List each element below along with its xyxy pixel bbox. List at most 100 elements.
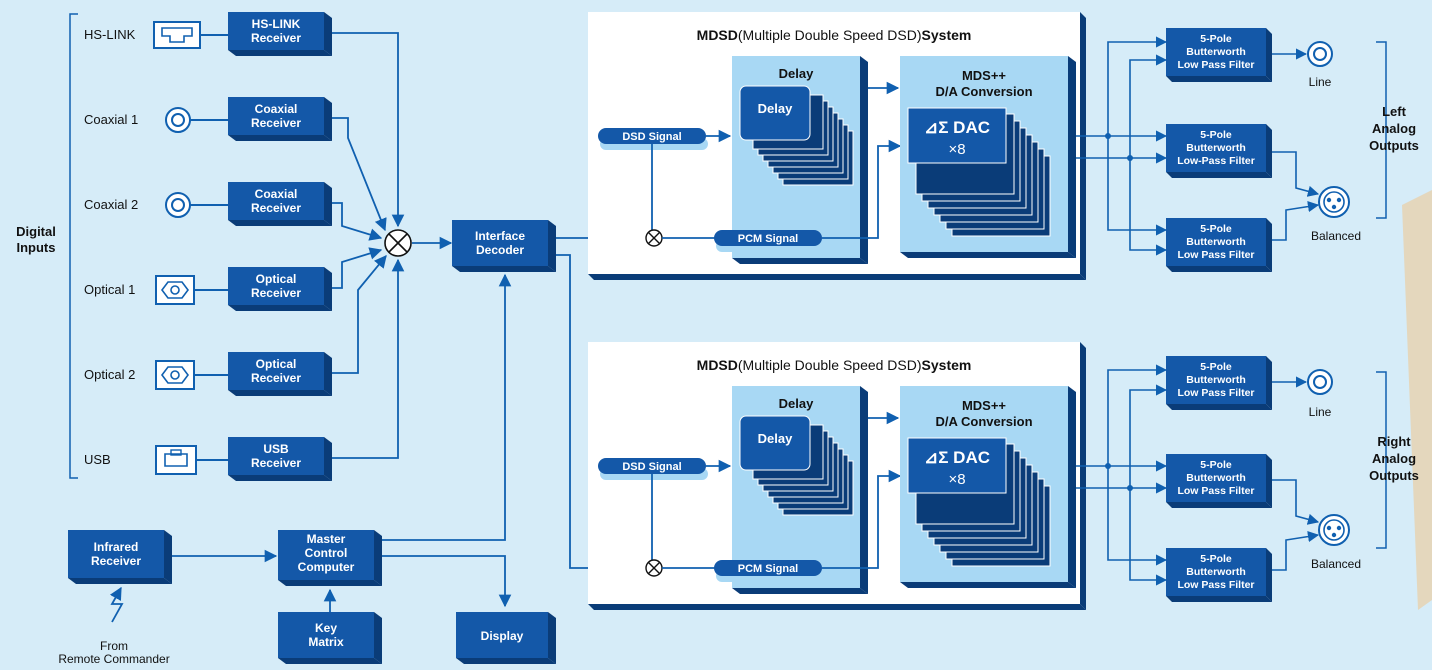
- system-title: MDSD(Multiple Double Speed DSD)System: [697, 27, 972, 43]
- system-title: MDSD(Multiple Double Speed DSD)System: [697, 357, 972, 373]
- pcm-signal-label: PCM Signal: [714, 230, 824, 252]
- svg-text:Delay: Delay: [779, 66, 814, 81]
- input-label: USB: [84, 452, 111, 467]
- svg-text:⊿Σ DAC: ⊿Σ DAC: [924, 118, 990, 137]
- delay-block: Delay Delay: [732, 386, 868, 594]
- svg-text:PCM Signal: PCM Signal: [738, 563, 799, 575]
- optical-jack-icon: [155, 275, 195, 305]
- mds-conversion-block: MDS++D/A Conversion ⊿Σ DAC ×8: [900, 56, 1076, 258]
- receiver-to-mixer-lines: [332, 32, 453, 459]
- ir-signal-icon: [109, 586, 124, 623]
- digital-inputs-bracket: [69, 13, 78, 479]
- mixer-icon: [384, 229, 412, 257]
- optical-jack-icon: [155, 360, 195, 390]
- combiner-icon: [645, 229, 663, 247]
- mdsd-system-lower: MDSD(Multiple Double Speed DSD)System De…: [588, 342, 1086, 610]
- input-label: Coaxial 1: [84, 112, 138, 127]
- line-output-jack-icon: [1307, 369, 1333, 395]
- input-label: HS-LINK: [84, 27, 136, 42]
- input-label: Coaxial 2: [84, 197, 138, 212]
- svg-text:⊿Σ DAC: ⊿Σ DAC: [924, 448, 990, 467]
- svg-text:DSD Signal: DSD Signal: [622, 131, 681, 143]
- line-output-label: Line: [1309, 75, 1332, 89]
- balanced-output-jack-icon: [1318, 186, 1350, 218]
- input-label: Optical 1: [84, 282, 135, 297]
- right-filter-routing: [1076, 364, 1320, 586]
- svg-text:Delay: Delay: [758, 101, 793, 116]
- dsd-signal-label: DSD Signal: [598, 458, 708, 480]
- master-control-lines: [323, 530, 512, 612]
- dac-stack: ⊿Σ DAC ×8: [907, 437, 1051, 567]
- pcm-signal-label: PCM Signal: [714, 560, 824, 582]
- line-output-jack-icon: [1307, 41, 1333, 67]
- coaxial-jack-icon: [165, 107, 191, 133]
- mdsd-system-upper: MDSD(Multiple Double Speed DSD)System De…: [588, 12, 1086, 280]
- svg-text:DSD Signal: DSD Signal: [622, 461, 681, 473]
- display-block: Display: [456, 612, 556, 664]
- balanced-output-label: Balanced: [1311, 229, 1361, 243]
- delay-block: Delay Delay: [732, 56, 868, 264]
- delay-stack: Delay: [739, 85, 854, 186]
- mds-conversion-block: MDS++D/A Conversion ⊿Σ DAC ×8: [900, 386, 1076, 588]
- left-output-bracket: [1376, 41, 1387, 219]
- hs-link-jack-icon: [153, 21, 201, 49]
- svg-text:Display: Display: [481, 629, 524, 643]
- svg-text:×8: ×8: [948, 471, 965, 488]
- dac-stack: ⊿Σ DAC ×8: [907, 107, 1051, 237]
- input-label: Optical 2: [84, 367, 135, 382]
- balanced-output-label: Balanced: [1311, 557, 1361, 571]
- usb-jack-icon: [155, 445, 197, 475]
- svg-text:Delay: Delay: [779, 396, 814, 411]
- line-output-label: Line: [1309, 405, 1332, 419]
- svg-text:×8: ×8: [948, 141, 965, 158]
- balanced-output-jack-icon: [1318, 514, 1350, 546]
- svg-text:PCM Signal: PCM Signal: [738, 233, 799, 245]
- coaxial-jack-icon: [165, 192, 191, 218]
- svg-text:MDS++D/A Conversion: MDS++D/A Conversion: [935, 68, 1032, 99]
- right-output-bracket: [1376, 371, 1387, 549]
- left-filter-routing: [1076, 36, 1320, 256]
- svg-text:Delay: Delay: [758, 431, 793, 446]
